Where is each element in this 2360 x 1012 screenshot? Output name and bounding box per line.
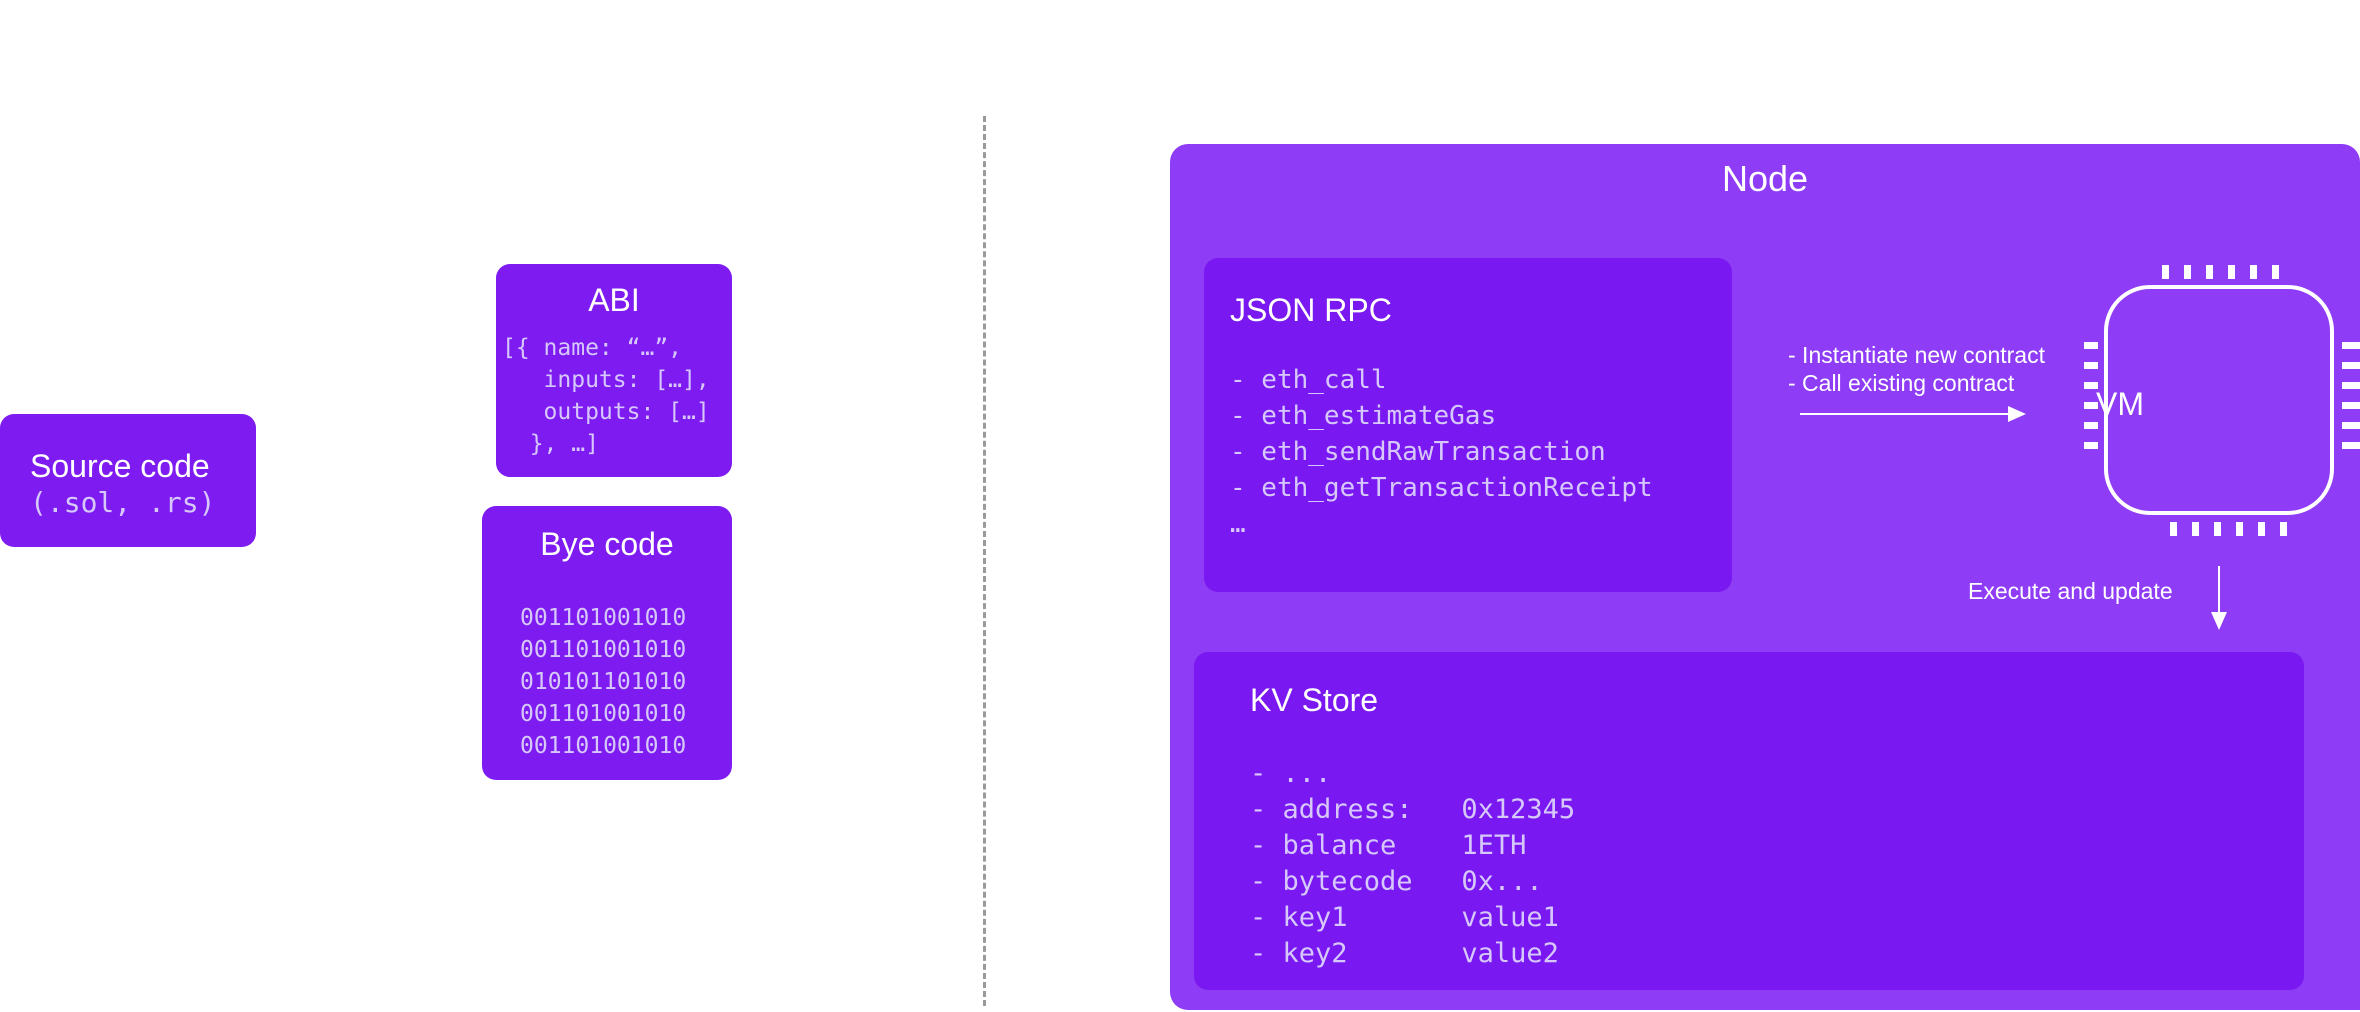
arrow-to-kv-store: [2211, 566, 2227, 630]
kv-store-entries: - ... - address: 0x12345 - balance 1ETH …: [1250, 758, 1576, 969]
abi-code: [{ name: “…”, inputs: […], outputs: […] …: [502, 335, 710, 457]
note-execute: Execute and update: [1968, 578, 2173, 604]
json-rpc-methods: - eth_call - eth_estimateGas - eth_sendR…: [1230, 365, 1653, 539]
node-container: Node JSON RPC - eth_call - eth_estimateG…: [1170, 144, 2360, 1010]
source-code-box: Source code (.sol, .rs): [0, 414, 256, 547]
abi-box: ABI [{ name: “…”, inputs: […], outputs: …: [496, 264, 732, 477]
source-code-extensions: (.sol, .rs): [30, 486, 216, 519]
arrow-to-vm: [1800, 406, 2026, 422]
source-code-title: Source code: [30, 448, 210, 484]
bytecode-box: Bye code 001101001010 001101001010 01010…: [482, 506, 732, 780]
note-call: - Call existing contract: [1788, 370, 2015, 396]
vm-chip-icon: [2084, 265, 2360, 536]
kv-store-box: KV Store - ... - address: 0x12345 - bala…: [1194, 652, 2304, 990]
dashed-divider: [983, 116, 986, 1006]
kv-store-title: KV Store: [1250, 682, 1379, 718]
node-title: Node: [1721, 158, 1809, 199]
bytecode-code: 001101001010 001101001010 010101101010 0…: [520, 605, 687, 759]
bytecode-title: Bye code: [540, 526, 674, 562]
note-instantiate: - Instantiate new contract: [1788, 342, 2045, 368]
abi-title: ABI: [588, 282, 640, 318]
json-rpc-box: JSON RPC - eth_call - eth_estimateGas - …: [1204, 258, 1732, 592]
json-rpc-title: JSON RPC: [1230, 292, 1392, 328]
vm-label: VM: [2096, 386, 2144, 422]
